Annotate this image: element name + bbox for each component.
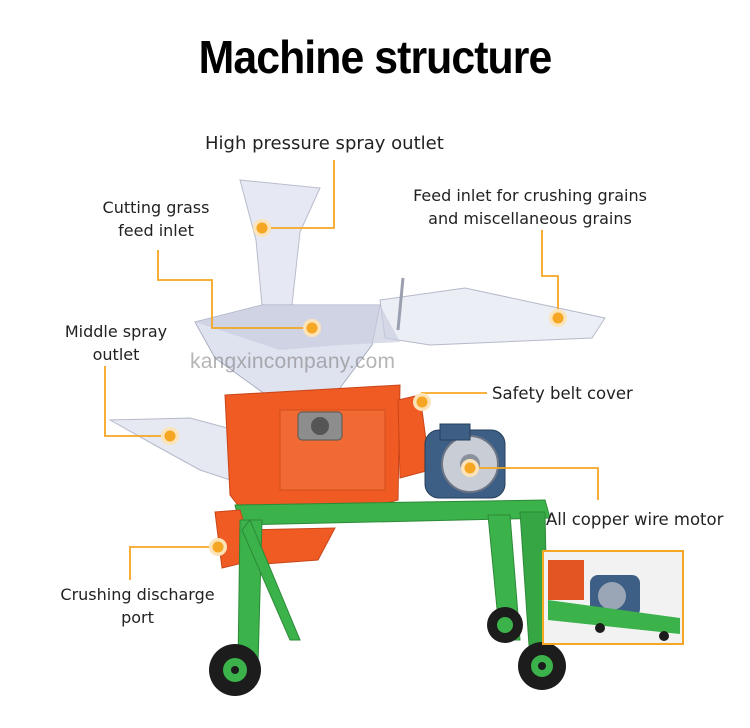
label-belt-cover: Safety belt cover bbox=[492, 384, 633, 403]
lever-rod bbox=[396, 277, 405, 331]
middle-spray-chute bbox=[108, 417, 236, 481]
frame-cross-bar bbox=[241, 519, 301, 641]
wheel-right bbox=[518, 642, 566, 690]
label-discharge-line1: Crushing discharge bbox=[60, 585, 215, 604]
leader-belt-cover bbox=[421, 392, 487, 402]
marker-spray-top bbox=[253, 219, 271, 237]
leader-motor bbox=[470, 467, 599, 500]
label-motor: All copper wire motor bbox=[546, 510, 724, 529]
label-feed-grain: Feed inlet for crushing grains and misce… bbox=[395, 184, 665, 230]
label-discharge: Crushing discharge port bbox=[45, 583, 230, 629]
marker-middle-spray bbox=[161, 427, 179, 445]
bearing-center bbox=[311, 417, 329, 435]
label-discharge-line2: port bbox=[121, 608, 154, 627]
label-middle-spray: Middle spray outlet bbox=[55, 320, 177, 366]
label-feed-grain-line2: and miscellaneous grains bbox=[428, 209, 632, 228]
high-pressure-spray-chute bbox=[239, 179, 321, 306]
motor-terminal-box bbox=[439, 423, 471, 441]
leader-cutting-grass bbox=[157, 250, 312, 329]
label-middle-spray-line1: Middle spray bbox=[64, 322, 168, 341]
leader-middle-spray bbox=[104, 366, 170, 437]
markers bbox=[161, 219, 567, 556]
label-cutting-grass-line2: feed inlet bbox=[118, 221, 194, 240]
page-title: Machine structure bbox=[198, 31, 553, 83]
label-cutting-grass: Cutting grass feed inlet bbox=[96, 196, 216, 242]
marker-motor bbox=[461, 459, 479, 477]
grain-feed-tray bbox=[379, 287, 606, 346]
leader-feed-grain bbox=[541, 230, 559, 318]
label-spray-top: High pressure spray outlet bbox=[205, 133, 444, 154]
marker-discharge bbox=[209, 538, 227, 556]
label-cutting-grass-line1: Cutting grass bbox=[102, 198, 210, 217]
leader-spray-top bbox=[262, 160, 335, 229]
motor-inset-photo bbox=[542, 550, 684, 645]
label-feed-grain-line1: Feed inlet for crushing grains bbox=[413, 186, 647, 205]
wheel-left bbox=[209, 644, 261, 696]
marker-feed-grain bbox=[549, 309, 567, 327]
leader-discharge bbox=[129, 546, 218, 580]
marker-belt-cover bbox=[413, 393, 431, 411]
wheel-middle bbox=[487, 607, 523, 643]
label-middle-spray-line2: outlet bbox=[92, 345, 140, 364]
watermark-text: kangxincompany.com bbox=[190, 350, 396, 373]
marker-cutting-grass bbox=[303, 319, 321, 337]
